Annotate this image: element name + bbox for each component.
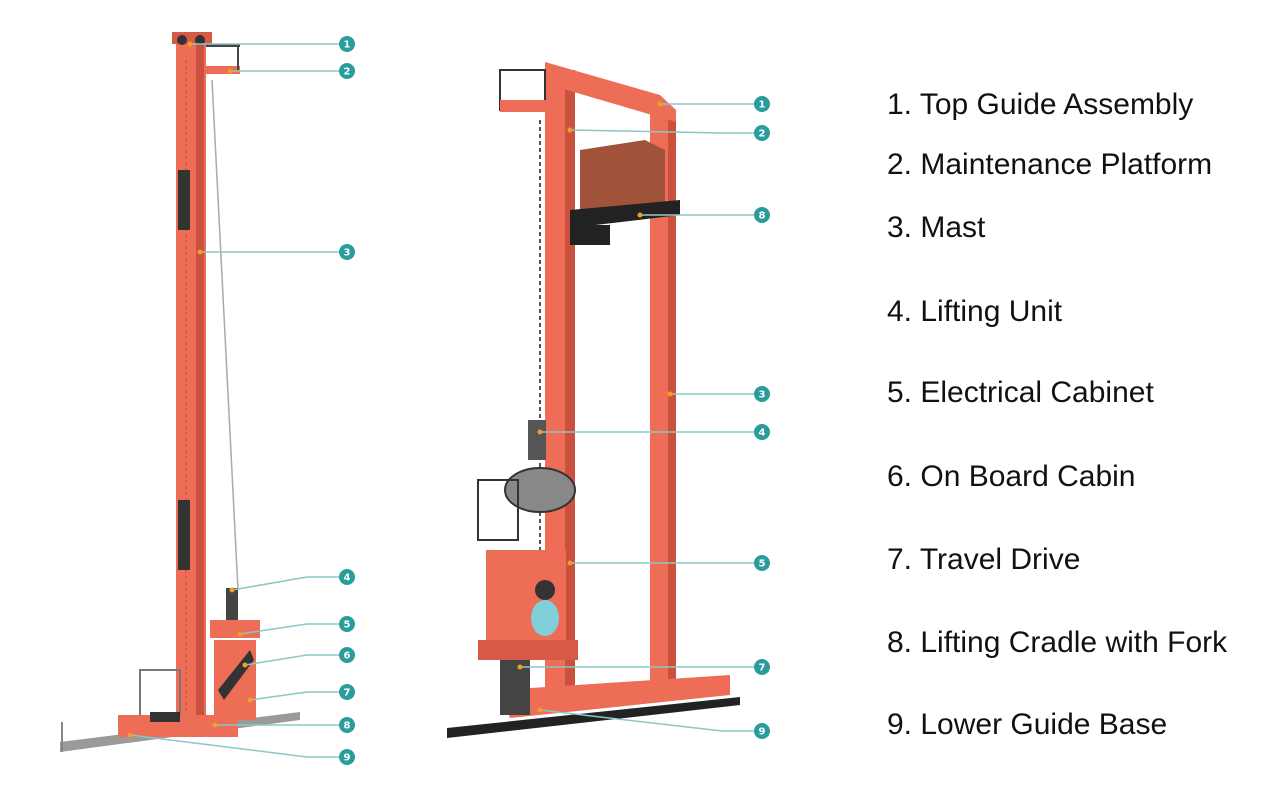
right-anchor-dot (637, 212, 643, 218)
left-base (118, 715, 238, 737)
left-callout-badge (339, 717, 355, 733)
left-anchor-dot (227, 68, 233, 74)
left-anchor-dot (229, 587, 235, 593)
left-callout-number: 3 (344, 248, 351, 259)
right-callout-badge (754, 386, 770, 402)
left-anchor-dot (212, 722, 218, 728)
callouts: 1 2 3 4 5 6 7 8 9 1 2 8 3 4 5 7 9 (127, 36, 770, 765)
right-leader-line (569, 129, 762, 134)
right-anchor-dot (567, 127, 573, 133)
right-fork (570, 200, 680, 228)
right-callout-badge (754, 659, 770, 675)
right-callout-number: 7 (759, 663, 766, 674)
left-leader-line (244, 654, 347, 666)
right-callout-badge (754, 96, 770, 112)
left-callout-badge (339, 749, 355, 765)
right-callout-badge (754, 555, 770, 571)
left-callout-number: 1 (344, 40, 351, 51)
left-callout-badge (339, 616, 355, 632)
left-callout-badge (339, 569, 355, 585)
legend-item-mast: 3. Mast (887, 211, 986, 244)
left-leader-line (249, 691, 347, 701)
left-leader-line (239, 623, 347, 635)
legend-item-lifting-unit: 4. Lifting Unit (887, 295, 1063, 328)
legend-item-travel-drive: 7. Travel Drive (887, 543, 1081, 576)
right-callout-number: 8 (759, 211, 766, 222)
left-anchor-dot (187, 41, 193, 47)
left-anchor-dot (197, 249, 203, 255)
right-callout-badge (754, 125, 770, 141)
right-lifting-unit (528, 420, 546, 460)
right-callout-badge (754, 723, 770, 739)
right-load-box (580, 140, 665, 220)
left-crane (60, 32, 300, 752)
right-crane (447, 62, 740, 738)
legend-item-maintenance-platform: 2. Maintenance Platform (887, 148, 1213, 181)
left-leader-line (231, 576, 347, 591)
right-callout-number: 4 (759, 428, 766, 439)
left-callout-badge (339, 244, 355, 260)
left-callout-number: 9 (344, 753, 351, 764)
right-callout-number: 3 (759, 390, 766, 401)
right-callout-number: 2 (759, 129, 766, 140)
left-anchor-dot (237, 631, 243, 637)
left-callout-badge (339, 647, 355, 663)
right-callout-badge (754, 207, 770, 223)
right-maintenance-platform (500, 100, 560, 112)
left-callout-number: 4 (344, 573, 351, 584)
left-callout-number: 6 (344, 651, 351, 662)
right-callout-number: 5 (759, 559, 766, 570)
left-callout-number: 5 (344, 620, 351, 631)
legend-item-on-board-cabin: 6. On Board Cabin (887, 460, 1136, 493)
right-base (500, 675, 730, 718)
right-leader-line (539, 709, 762, 732)
left-lifting-unit (226, 588, 238, 628)
right-rail (447, 697, 740, 738)
right-callout-number: 9 (759, 727, 766, 738)
left-leader-line (129, 734, 347, 758)
left-callout-number: 8 (344, 721, 351, 732)
right-anchor-dot (567, 560, 573, 566)
legend-item-lifting-cradle: 8. Lifting Cradle with Fork (887, 626, 1228, 659)
left-callout-number: 7 (344, 688, 351, 699)
right-anchor-dot (517, 664, 523, 670)
left-callout-badge (339, 36, 355, 52)
right-callout-number: 1 (759, 100, 766, 111)
left-anchor-dot (127, 732, 133, 738)
right-anchor-dot (537, 707, 543, 713)
right-anchor-dot (537, 429, 543, 435)
right-anchor-dot (657, 101, 663, 107)
right-callout-badge (754, 424, 770, 440)
legend-item-lower-guide-base: 9. Lower Guide Base (887, 708, 1168, 741)
left-callout-badge (339, 684, 355, 700)
right-top-beam (545, 62, 676, 122)
left-callout-badge (339, 63, 355, 79)
left-anchor-dot (247, 697, 253, 703)
right-anchor-dot (667, 391, 673, 397)
left-maintenance-platform (206, 66, 240, 74)
legend-item-electrical-cabinet: 5. Electrical Cabinet (887, 376, 1154, 409)
left-anchor-dot (242, 662, 248, 668)
legend-item-top-guide: 1. Top Guide Assembly (887, 88, 1194, 121)
left-callout-number: 2 (344, 67, 351, 78)
